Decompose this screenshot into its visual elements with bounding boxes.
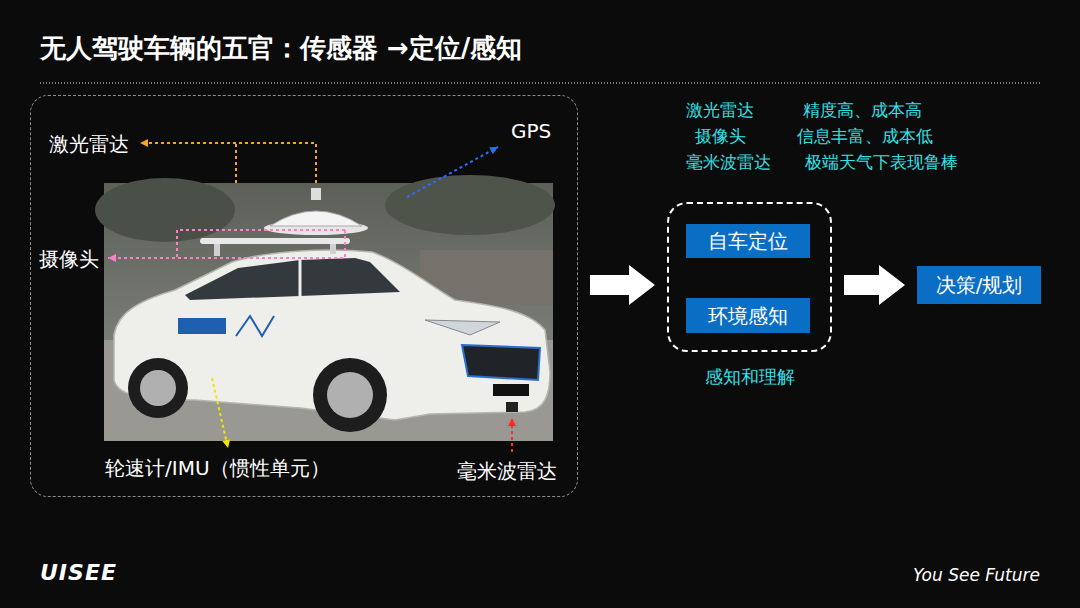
roof-rack bbox=[214, 244, 220, 256]
sensor-label: 摄像头 bbox=[39, 247, 99, 271]
lidar-dome bbox=[270, 211, 362, 226]
sensor-trait: 极端天气下表现鲁棒 bbox=[805, 152, 958, 172]
block-arrow bbox=[590, 265, 655, 305]
process-box: 环境感知 bbox=[686, 298, 810, 333]
number-plate bbox=[493, 384, 529, 396]
leader-line bbox=[177, 230, 345, 258]
slogan: You See Future bbox=[913, 565, 1040, 585]
process-box: 决策/规划 bbox=[917, 266, 1041, 304]
roof-rack bbox=[330, 244, 336, 254]
title-rule bbox=[40, 82, 1042, 84]
process-box: 自车定位 bbox=[686, 224, 810, 258]
sensor-label: 毫米波雷达 bbox=[457, 459, 557, 483]
leader-line bbox=[235, 143, 237, 183]
sensor-trait: 信息丰富、成本低 bbox=[797, 126, 933, 146]
sensor-name: 摄像头 bbox=[695, 126, 746, 146]
tree bbox=[95, 178, 235, 242]
grille bbox=[462, 345, 540, 380]
sensor-label: GPS bbox=[511, 119, 551, 143]
wheel-hub bbox=[327, 372, 373, 418]
box-label: 环境感知 bbox=[708, 304, 788, 328]
sensor-region: 激光雷达 GPS 摄像头轮速计/IMU（惯性单元） 毫米波雷达 bbox=[30, 95, 578, 497]
brand-logo: UISEE bbox=[40, 560, 117, 586]
block-arrow bbox=[844, 265, 905, 305]
headlight bbox=[425, 320, 500, 335]
car-body bbox=[114, 250, 550, 420]
perception-group: 感知和理解自车定位环境感知 bbox=[667, 202, 832, 352]
leader-lines bbox=[108, 143, 512, 452]
car-window bbox=[185, 258, 400, 300]
box-label: 自车定位 bbox=[708, 229, 788, 253]
lidar-top bbox=[311, 188, 321, 200]
rear-wheel bbox=[128, 358, 188, 418]
roof-rack bbox=[200, 238, 350, 244]
door-graphic bbox=[236, 316, 274, 336]
sensor-label: 轮速计/IMU（惯性单元） bbox=[105, 456, 330, 480]
leader-line bbox=[212, 378, 228, 448]
sensor-label: 激光雷达 bbox=[49, 132, 129, 156]
box-label: 决策/规划 bbox=[936, 273, 1023, 297]
leader-line bbox=[511, 418, 513, 452]
group-heading: 感知和理解 bbox=[669, 366, 830, 388]
leader-line bbox=[140, 143, 316, 183]
radar-sensor bbox=[506, 402, 518, 412]
wheel-hub bbox=[140, 370, 176, 406]
sensor-name: 激光雷达 bbox=[686, 100, 754, 120]
car-pillar bbox=[299, 260, 302, 296]
slide-title: 无人驾驶车辆的五官：传感器 →定位/感知 bbox=[40, 33, 522, 64]
sensor-trait: 精度高、成本高 bbox=[803, 100, 922, 120]
front-wheel bbox=[313, 358, 387, 432]
sensor-name: 毫米波雷达 bbox=[686, 152, 771, 172]
door-graphic bbox=[178, 318, 226, 334]
leader-line bbox=[407, 147, 498, 197]
car-photo bbox=[95, 175, 555, 441]
leader-line bbox=[108, 230, 345, 258]
tree bbox=[385, 175, 555, 235]
